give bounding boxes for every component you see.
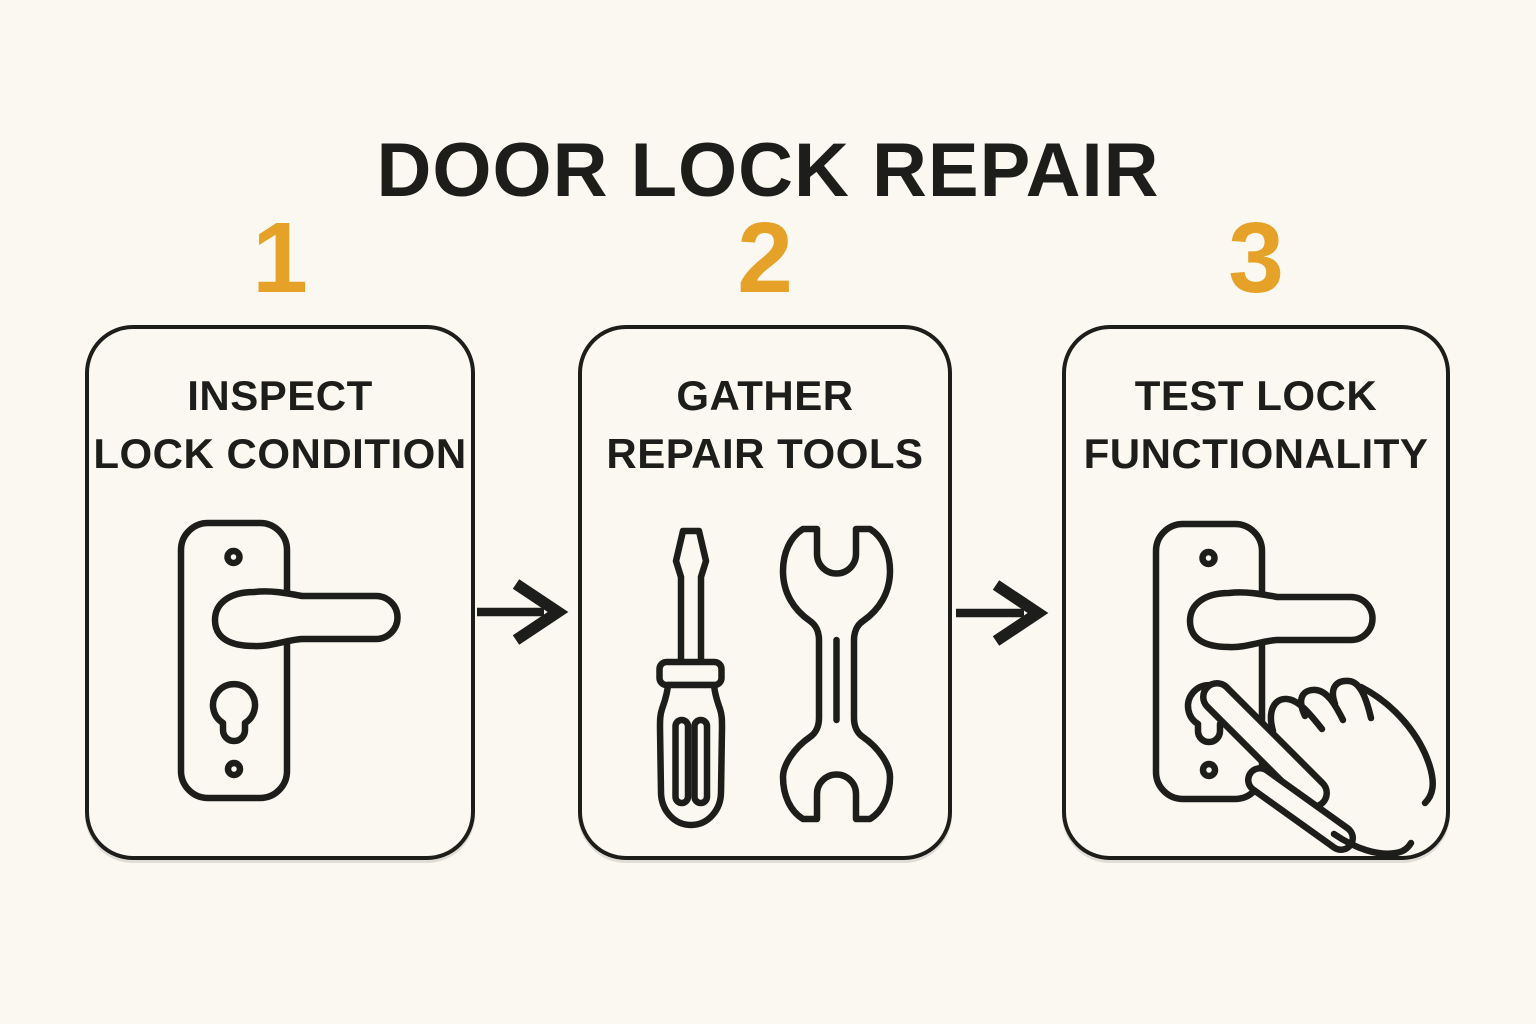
step-3-title-line1: TEST LOCK: [1134, 372, 1378, 419]
step-2-number: 2: [737, 202, 793, 314]
step-1-card: INSPECT LOCK CONDITION: [85, 325, 475, 860]
step-2-title-line1: GATHER: [676, 372, 854, 419]
door-handle-lock-icon: [154, 494, 464, 834]
step-1-title-line1: INSPECT: [187, 372, 373, 419]
step-2-title-line2: REPAIR TOOLS: [606, 430, 924, 477]
screwdriver-icon: [656, 527, 726, 829]
page-title: DOOR LOCK REPAIR: [376, 127, 1160, 213]
step-3-title-line2: FUNCTIONALITY: [1083, 430, 1429, 477]
screwdriver-and-wrench-icon: [656, 525, 894, 829]
step-3-card: TEST LOCK FUNCTIONALITY: [1062, 325, 1450, 860]
step-1-title: INSPECT LOCK CONDITION: [89, 367, 471, 483]
wrench-icon: [779, 525, 894, 823]
step-1-title-line2: LOCK CONDITION: [93, 430, 467, 477]
hand-pressing-lock-icon: [1144, 499, 1436, 857]
step-2-title: GATHER REPAIR TOOLS: [582, 367, 948, 483]
step-3-title: TEST LOCK FUNCTIONALITY: [1066, 367, 1446, 483]
pointing-hand-icon: [1200, 677, 1436, 857]
step-2-card: GATHER REPAIR TOOLS: [578, 325, 952, 860]
right-arrow-icon: [956, 580, 1049, 646]
step-1-number: 1: [252, 202, 308, 314]
step-3-number: 3: [1228, 202, 1284, 314]
right-arrow-icon: [477, 579, 569, 645]
